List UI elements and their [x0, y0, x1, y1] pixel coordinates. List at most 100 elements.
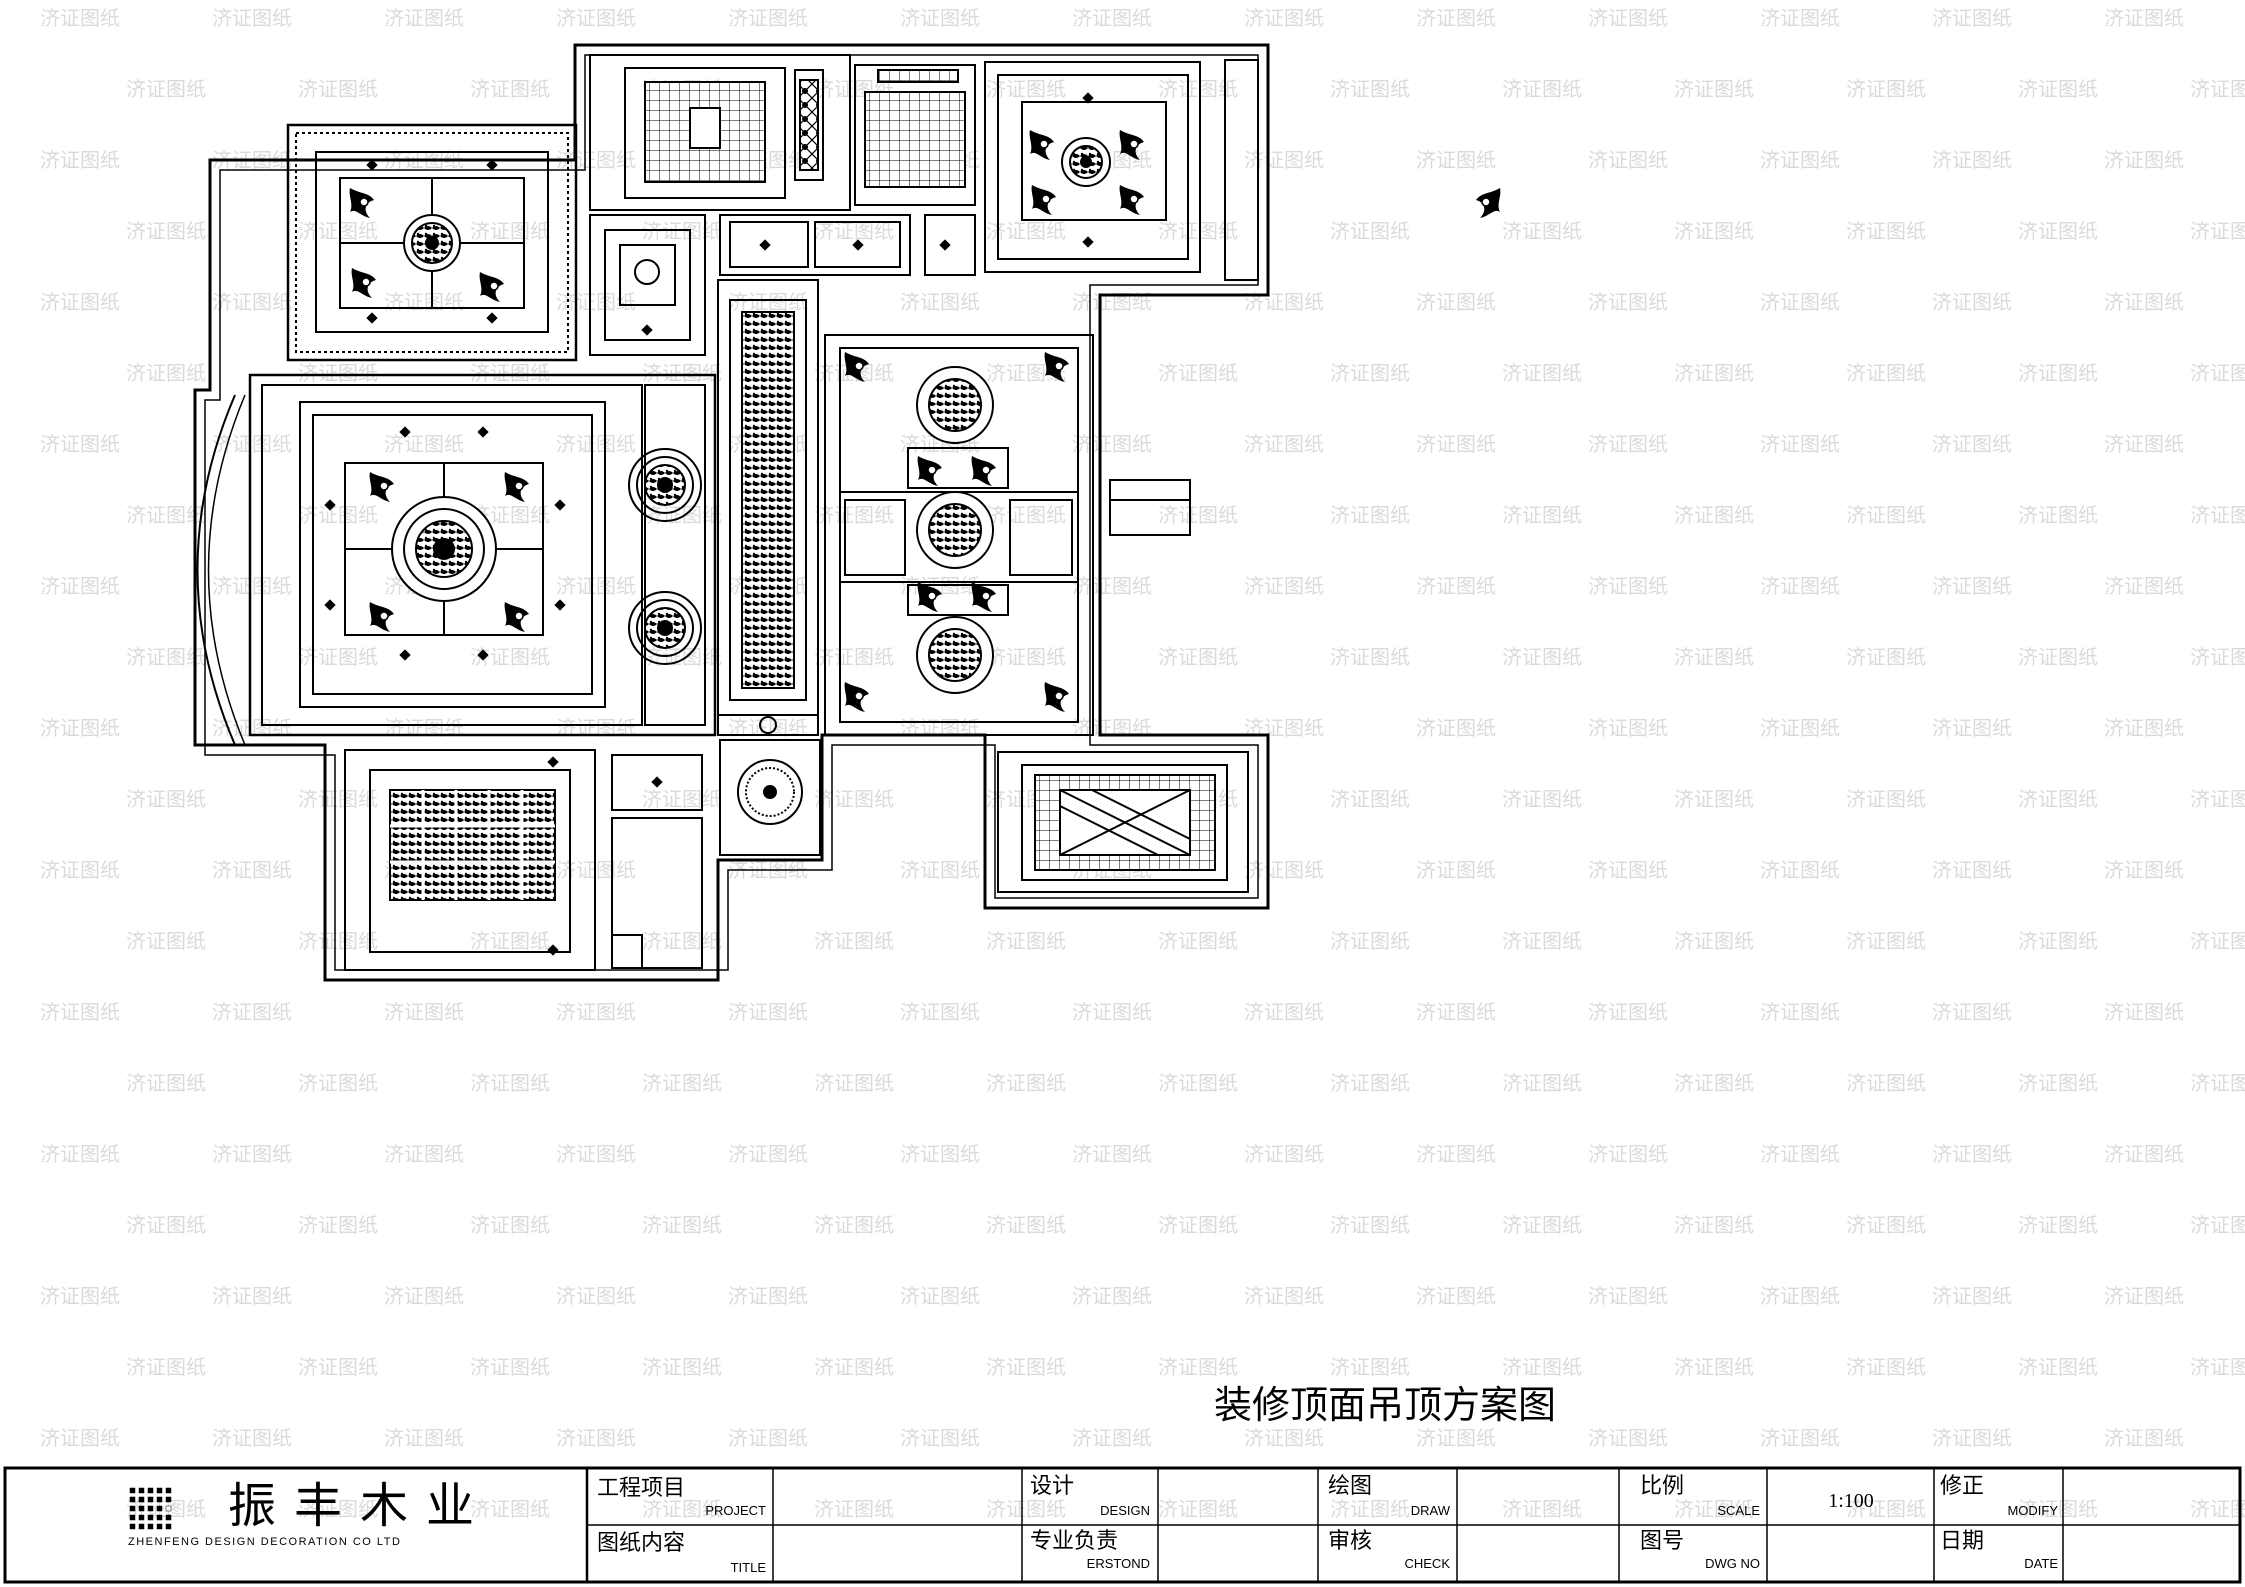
check-label-en: CHECK: [1404, 1556, 1450, 1571]
watermark-text: 济证图纸: [1760, 290, 1840, 314]
watermark-text: 济证图纸: [470, 219, 550, 243]
watermark-text: 济证图纸: [126, 361, 206, 385]
watermark-text: 济证图纸: [2104, 432, 2184, 456]
watermark-text: 济证图纸: [2018, 77, 2098, 101]
date-label-en: DATE: [2024, 1556, 2058, 1571]
design-label-cn: 设计: [1030, 1473, 1074, 1498]
watermark-text: 济证图纸: [1072, 1284, 1152, 1308]
watermark-text: 济证图纸: [298, 1497, 378, 1521]
watermark-text: 济证图纸: [126, 787, 206, 811]
watermark-text: 济证图纸: [1502, 361, 1582, 385]
watermark-text: 济证图纸: [642, 929, 722, 953]
watermark-text: 济证图纸: [470, 1213, 550, 1237]
watermark-text: 济证图纸: [986, 1071, 1066, 1095]
watermark-text: 济证图纸: [212, 1284, 292, 1308]
watermark-text: 济证图纸: [1760, 858, 1840, 882]
watermark-text: 济证图纸: [1330, 1355, 1410, 1379]
watermark-text: 济证图纸: [1158, 503, 1238, 527]
watermark-text: 济证图纸: [1502, 787, 1582, 811]
watermark-text: 济证图纸: [986, 1355, 1066, 1379]
watermark-text: 济证图纸: [2104, 290, 2184, 314]
scale-value: 1:100: [1828, 1490, 1874, 1512]
watermark-text: 济证图纸: [1416, 1000, 1496, 1024]
watermark-text: 济证图纸: [1158, 1355, 1238, 1379]
watermark-text: 济证图纸: [212, 1000, 292, 1024]
date-label-cn: 日期: [1940, 1528, 1984, 1553]
watermark-text: 济证图纸: [556, 716, 636, 740]
watermark-text: 济证图纸: [212, 290, 292, 314]
watermark-text: 济证图纸: [40, 6, 120, 30]
watermark-text: 济证图纸: [1244, 148, 1324, 172]
watermark-text: 济证图纸: [1674, 219, 1754, 243]
watermark-text: 济证图纸: [2104, 6, 2184, 30]
watermark-text: 济证图纸: [1072, 432, 1152, 456]
watermark-text: 济证图纸: [2104, 148, 2184, 172]
watermark-text: 济证图纸: [1846, 503, 1926, 527]
watermark-text: 济证图纸: [728, 290, 808, 314]
watermark-text: 济证图纸: [298, 219, 378, 243]
watermark-text: 济证图纸: [40, 1142, 120, 1166]
watermark-text: 济证图纸: [1158, 645, 1238, 669]
watermark-text: 济证图纸: [298, 77, 378, 101]
watermark-text: 济证图纸: [1588, 432, 1668, 456]
watermark-text: 济证图纸: [556, 6, 636, 30]
watermark-text: 济证图纸: [2018, 1497, 2098, 1521]
watermark-text: 济证图纸: [900, 1000, 980, 1024]
watermark-text: 济证图纸: [40, 716, 120, 740]
floor-plan: [193, 43, 1270, 982]
watermark-text: 济证图纸: [1072, 574, 1152, 598]
watermark-text: 济证图纸: [1846, 219, 1926, 243]
watermark-text: 济证图纸: [40, 1284, 120, 1308]
watermark-text: 济证图纸: [1502, 1355, 1582, 1379]
watermark-text: 济证图纸: [1330, 503, 1410, 527]
watermark-text: 济证图纸: [1330, 1497, 1410, 1521]
watermark-text: 济证图纸: [212, 858, 292, 882]
watermark-text: 济证图纸: [1588, 1426, 1668, 1450]
scale-label-en: SCALE: [1717, 1503, 1760, 1518]
watermark-text: 济证图纸: [2018, 361, 2098, 385]
watermark-text: 济证图纸: [1072, 1000, 1152, 1024]
watermark-text: 济证图纸: [642, 361, 722, 385]
watermark-text: 济证图纸: [2190, 929, 2245, 953]
watermark-text: 济证图纸: [1158, 1213, 1238, 1237]
watermark-text: 济证图纸: [1588, 6, 1668, 30]
watermark-text: 济证图纸: [1330, 929, 1410, 953]
watermark-text: 济证图纸: [1674, 1497, 1754, 1521]
watermark-text: 济证图纸: [298, 361, 378, 385]
watermark-text: 济证图纸: [384, 1142, 464, 1166]
watermark-text: 济证图纸: [1932, 574, 2012, 598]
watermark-text: 济证图纸: [1416, 432, 1496, 456]
watermark-text: 济证图纸: [126, 1355, 206, 1379]
watermark-text: 济证图纸: [2018, 787, 2098, 811]
watermark-text: 济证图纸: [986, 219, 1066, 243]
watermark-text: 济证图纸: [2190, 361, 2245, 385]
watermark-text: 济证图纸: [814, 1355, 894, 1379]
watermark-text: 济证图纸: [298, 1213, 378, 1237]
watermark-text: 济证图纸: [1846, 361, 1926, 385]
watermark-text: 济证图纸: [2018, 219, 2098, 243]
watermark-text: 济证图纸: [40, 1426, 120, 1450]
watermark-text: 济证图纸: [900, 6, 980, 30]
watermark-text: 济证图纸: [642, 1071, 722, 1095]
watermark-text: 济证图纸: [814, 503, 894, 527]
draw-label-en: DRAW: [1411, 1503, 1451, 1518]
watermark-text: 济证图纸: [384, 290, 464, 314]
watermark-text: 济证图纸: [2018, 929, 2098, 953]
watermark-text: 济证图纸: [384, 6, 464, 30]
watermark-text: 济证图纸: [642, 1213, 722, 1237]
watermark-text: 济证图纸: [1588, 574, 1668, 598]
watermark-text: 济证图纸: [2190, 1071, 2245, 1095]
watermark-text: 济证图纸: [40, 290, 120, 314]
watermark-text: 济证图纸: [1760, 574, 1840, 598]
title-label-en: TITLE: [731, 1560, 767, 1575]
watermark-text: 济证图纸: [1244, 574, 1324, 598]
watermark-text: 济证图纸: [1416, 1284, 1496, 1308]
watermark-text: 济证图纸: [986, 503, 1066, 527]
watermark-text: 济证图纸: [642, 787, 722, 811]
watermark-text: 济证图纸: [642, 1355, 722, 1379]
watermark-text: 济证图纸: [814, 1497, 894, 1521]
watermark-text: 济证图纸: [1072, 1142, 1152, 1166]
watermark-text: 济证图纸: [298, 503, 378, 527]
watermark-text: 济证图纸: [814, 1071, 894, 1095]
watermark-text: 济证图纸: [2018, 503, 2098, 527]
